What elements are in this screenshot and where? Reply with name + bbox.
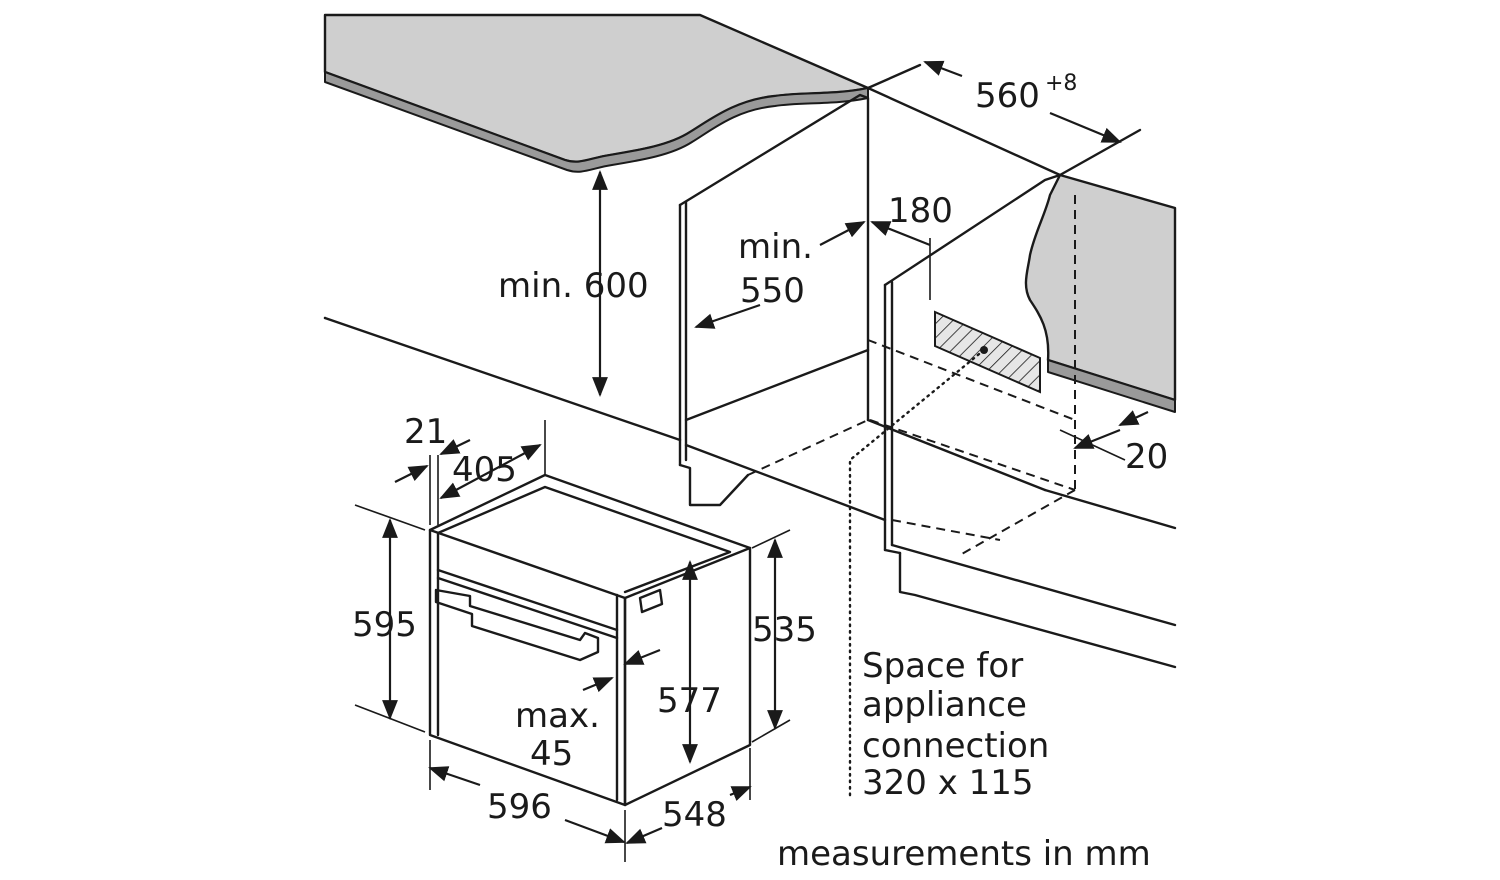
- niche-dashed-outline: [747, 195, 1076, 556]
- label-front-overhang: 21: [404, 412, 447, 452]
- label-appliance-height: 595: [352, 605, 417, 645]
- countertop-right: [1024, 173, 1177, 413]
- note-connection-line3: connection: [862, 726, 1049, 766]
- label-cabinet-height-min: min. 600: [498, 266, 649, 306]
- note-connection-line2: appliance: [862, 685, 1027, 725]
- dimension-arrows: [354, 60, 1149, 862]
- niche-outline: [323, 63, 1177, 669]
- label-handle-max-prefix: max.: [515, 696, 600, 736]
- label-rear-gap: 20: [1125, 437, 1168, 477]
- note-connection-line1: Space for: [862, 646, 1023, 686]
- label-niche-depth-min-prefix: min.: [738, 227, 813, 267]
- oven: [428, 473, 752, 807]
- note-connection-line4: 320 x 115: [862, 763, 1034, 803]
- label-inner-height: 577: [657, 681, 722, 721]
- note-units: measurements in mm: [777, 834, 1151, 874]
- label-side-height: 535: [752, 610, 817, 650]
- label-appliance-width: 596: [487, 787, 552, 827]
- label-niche-depth-min-value: 550: [740, 271, 805, 311]
- label-niche-width-tolerance: +8: [1045, 71, 1077, 96]
- label-niche-width: 560: [975, 76, 1040, 116]
- label-cavity-depth: 405: [452, 450, 517, 490]
- label-connection-offset: 180: [888, 191, 953, 231]
- countertop-left: [323, 13, 870, 173]
- appliance-connection-area: [848, 238, 1041, 802]
- label-appliance-depth: 548: [662, 795, 727, 835]
- label-handle-max-value: 45: [530, 734, 573, 774]
